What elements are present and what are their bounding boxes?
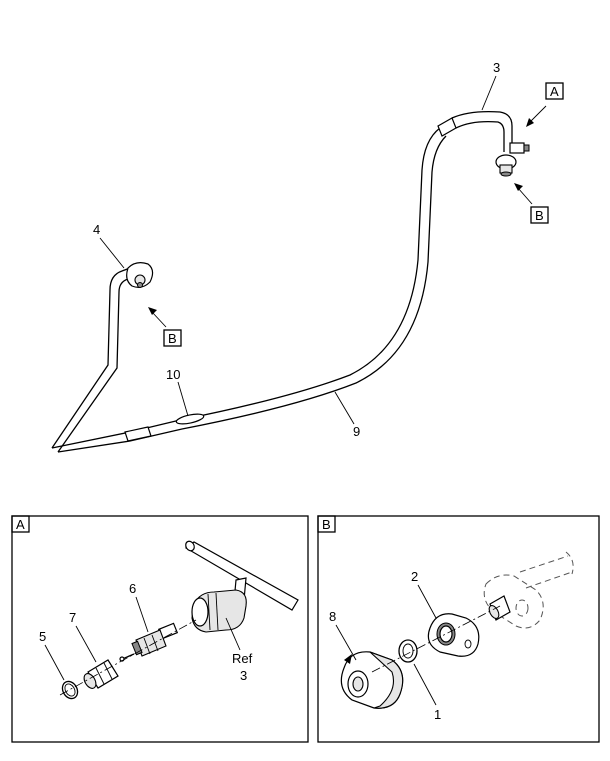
panel-a-frame [11,515,309,743]
a-part-7-edge-1 [95,667,105,685]
fitting-a-tip [523,144,530,152]
leader-3 [481,75,497,111]
a-part-5-oring-inner [64,683,76,697]
a-part-5-oring [61,680,79,700]
leader-8 [335,624,357,661]
callout-ref: Ref [232,651,253,666]
a-connector-ridge-1 [207,593,211,631]
callout-4: 4 [93,222,100,237]
callout-6: 6 [129,581,136,596]
leader-4 [99,237,125,269]
view-ref-a-box [545,82,564,100]
b-ghost-tube [519,551,574,589]
panel-b-title: B [322,517,331,532]
view-ref-a-label: A [550,84,559,99]
view-ref-b-left-box [163,329,182,347]
callout-9: 9 [353,424,360,439]
leader-1 [413,663,437,706]
sleeve-top [437,117,457,137]
callout-5: 5 [39,629,46,644]
clamp-10 [175,413,205,425]
b-part-1-washer-inner [402,643,414,659]
b-ghost-hole [515,599,529,617]
view-ref-b-left-arrow-line [151,311,167,328]
detail-panel-b: B 8 1 2 [317,515,600,743]
view-ref-a-arrowhead [526,118,534,127]
fitting-a [509,142,525,154]
b-ghost-flange [483,574,544,629]
a-part-6-groove-1 [143,637,151,655]
b-part-8-side [369,651,404,709]
tube-3-inner [455,120,505,152]
panel-b-frame [317,515,600,743]
callout-7: 7 [69,610,76,625]
callout-8: 8 [329,609,336,624]
view-ref-b-right-box [530,206,549,224]
a-connector-face [191,597,209,627]
callout-10: 10 [166,367,180,382]
callout-ref-num: 3 [240,668,247,683]
tube-9-bottom-inner [57,135,447,453]
tube-3-outer [451,110,513,150]
detail-panel-a: A 5 7 6 Ref [11,515,309,743]
leader-6 [135,596,149,633]
fitting-b-right-end [500,171,512,177]
b-part-1-washer [398,639,418,663]
a-part-7-edge-2 [103,662,113,680]
a-part-7-end [83,673,97,689]
leader-7 [75,625,97,663]
tube-assembly [51,110,530,453]
leader-ref [225,617,241,651]
panel-a-title: A [16,517,25,532]
leader-9 [334,391,355,425]
b-connector-end [488,604,500,620]
sleeve-left [124,426,152,442]
a-axis-line [59,619,197,696]
leader-5 [44,644,65,681]
tube-9-bottom-outer [51,127,441,449]
view-ref-b-right-arrowhead [514,183,523,191]
callout-3: 3 [493,60,500,75]
panel-a-title-box [11,515,30,533]
b-part-8-tab [344,654,352,664]
view-refs: A B B [148,82,564,347]
callout-2: 2 [411,569,418,584]
view-ref-b-left-label: B [168,331,177,346]
leader-2 [417,584,437,619]
callout-1: 1 [434,707,441,722]
view-ref-b-right-label: B [535,208,544,223]
b-part-8-hole [352,676,364,692]
tube-9-inner [57,276,134,453]
tube-9-outer [51,267,131,449]
view-ref-b-left-arrowhead [148,307,157,315]
a-connector-ridge-2 [215,592,219,631]
b-part-2-hole [439,625,453,643]
leader-10 [177,381,189,417]
b-axis-line [371,605,501,673]
view-ref-a-arrow-line [529,105,547,123]
flange-4-port [137,282,143,288]
main-callouts: 3 4 9 10 [93,60,500,439]
panel-b-title-box [317,515,336,533]
a-tube-end [185,540,195,552]
b-part-2-bolt-hole [464,639,472,649]
view-ref-b-right-arrow-line [517,187,533,205]
